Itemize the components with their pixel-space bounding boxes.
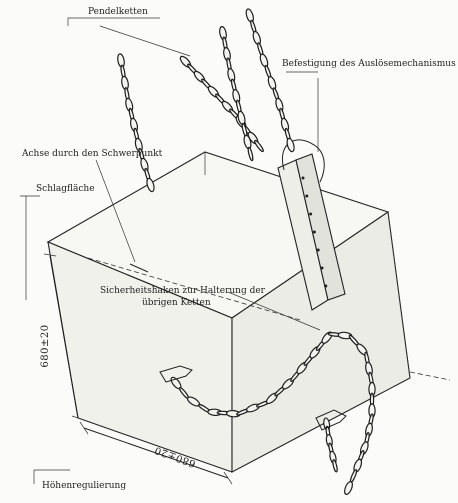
bracket-hole xyxy=(309,212,313,216)
block-edge-right xyxy=(387,211,411,379)
dimension-tick-right xyxy=(223,471,233,485)
bracket-hole xyxy=(301,176,305,180)
leader-pendelketten-arrow xyxy=(99,25,191,57)
axis-leader xyxy=(95,159,136,263)
label-leaders xyxy=(20,17,451,484)
safety-hook-right xyxy=(315,409,347,431)
dimension-tick-bottom xyxy=(71,415,85,421)
axis-through-centre xyxy=(87,159,301,321)
hanging-chain xyxy=(323,417,338,473)
chain-link xyxy=(146,177,155,193)
bracket-hole xyxy=(320,266,324,270)
chain-link xyxy=(267,76,277,91)
axis-arrow xyxy=(129,263,149,273)
release-mechanism-bracket xyxy=(277,139,346,311)
pendulum-chain-middle-1 xyxy=(179,55,264,153)
bracket-hole xyxy=(324,284,328,288)
chain-link xyxy=(286,137,295,153)
chain-link xyxy=(252,30,261,46)
safety-hook-left xyxy=(159,365,193,383)
dimension-tick-top xyxy=(43,253,57,257)
chain-link xyxy=(245,8,254,23)
chain-link xyxy=(332,459,338,473)
safety-hooks xyxy=(159,365,347,431)
chain-link xyxy=(254,139,264,153)
bracket-hole xyxy=(316,248,320,252)
bracket-hole xyxy=(312,230,316,234)
dimension-tick-left xyxy=(79,421,89,435)
label-befestigung: Befestigung des Auslösemechanismus xyxy=(282,59,456,69)
pendulum-chain-right xyxy=(245,8,295,153)
dimension-line-horizontal xyxy=(83,427,229,479)
bracket-holes xyxy=(301,176,328,288)
pendulum-chain-middle-2 xyxy=(219,25,254,162)
chain-link xyxy=(247,146,254,162)
dimension-line-vertical xyxy=(49,255,79,419)
chain-link xyxy=(259,53,269,68)
label-hoehenregulierung: Höhenregulierung xyxy=(42,481,126,491)
bracket-plate-right xyxy=(295,153,346,301)
dimension-vertical: 680±20 xyxy=(40,253,85,421)
label-achse: Achse durch den Schwerpunkt xyxy=(21,149,163,159)
bracket-hole xyxy=(305,194,309,198)
pendulum-chain-left xyxy=(117,53,155,193)
leader-right-edge xyxy=(409,371,451,381)
dimension-label-vertical: 680±20 xyxy=(40,324,51,367)
chains xyxy=(117,8,376,495)
chain-link xyxy=(349,469,358,483)
loose-chain xyxy=(170,331,376,495)
axis-line xyxy=(87,257,301,321)
label-sicherheitshaken-1: Sicherheitshaken zur Halterung der xyxy=(100,286,266,296)
chain-link xyxy=(344,481,353,495)
label-sicherheitshaken-2: übrigen Ketten xyxy=(142,298,211,308)
label-pendelketten: Pendelketten xyxy=(88,7,148,17)
leader-sicherheitshaken xyxy=(227,291,321,331)
label-schlagflaeche: Schlagfläche xyxy=(36,184,95,194)
impact-block xyxy=(46,151,411,473)
